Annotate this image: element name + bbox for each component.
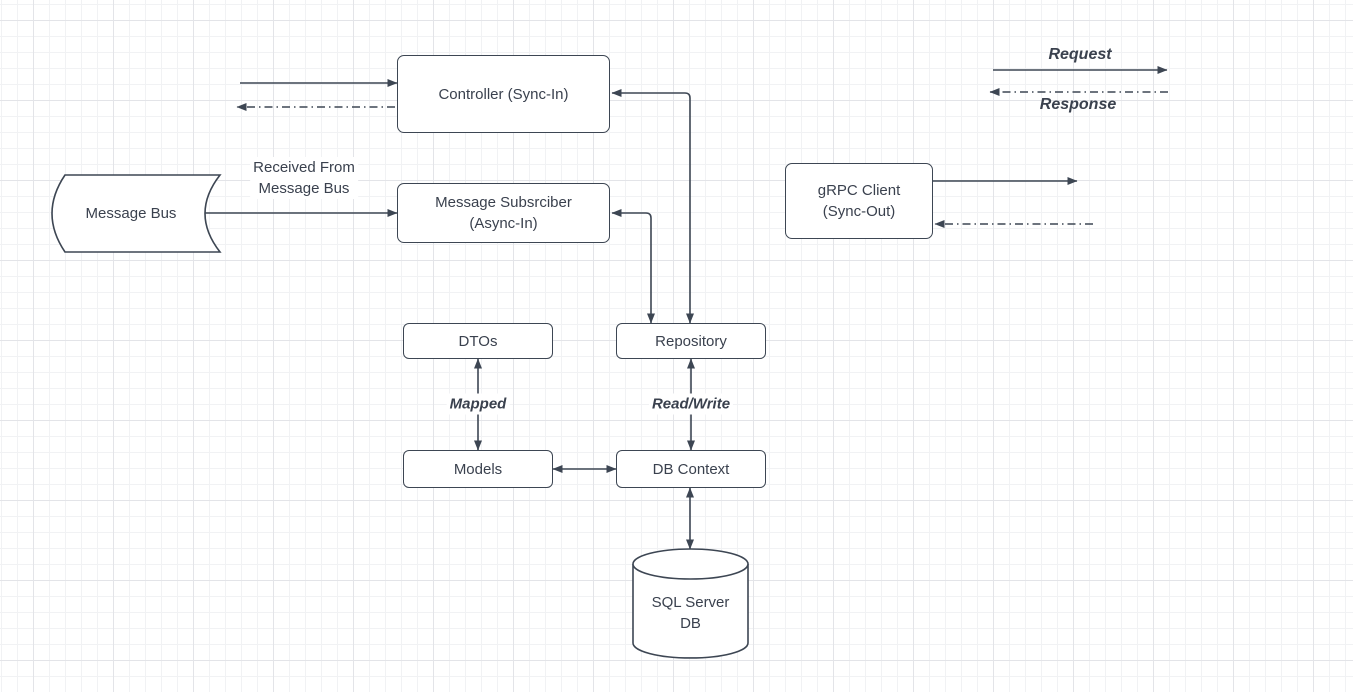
node-message-subscriber-label-line1: Message Subsrciber [435,194,572,211]
legend-request-label[interactable]: Request [1048,46,1112,63]
node-grpc-client-label-line2: (Sync-Out) [822,203,896,220]
node-models-label: Models [453,460,503,478]
node-controller[interactable]: Controller (Sync-In) [397,55,610,133]
node-models[interactable]: Models [403,450,553,488]
edge-label-mapped[interactable]: Mapped [446,393,510,415]
edge-subscriber-repository[interactable] [611,209,655,324]
message-bus-cylinder-shape[interactable] [51,174,222,253]
edge-controller-repository[interactable] [611,89,694,324]
node-sql-server-db-label: SQL Server DB [651,594,730,632]
edge-label-read-write[interactable]: Read/Write [648,393,734,415]
sql-server-db-cylinder-body[interactable] [632,564,749,659]
node-db-context-label: DB Context [652,460,730,478]
node-controller-label: Controller (Sync-In) [438,85,569,103]
node-message-subscriber-label-line2: (Async-In) [469,215,538,232]
node-message-subscriber[interactable]: Message Subsrciber (Async-In) [397,183,610,243]
node-message-bus-label: Message Bus [85,205,177,222]
node-dtos[interactable]: DTOs [403,323,553,359]
edge-label-received-from-message-bus[interactable]: Received From Message Bus [250,157,358,199]
node-repository-label: Repository [655,332,727,350]
node-grpc-client-label-line1: gRPC Client [817,182,901,199]
node-db-context[interactable]: DB Context [616,450,766,488]
node-dtos-label: DTOs [458,332,498,350]
node-repository[interactable]: Repository [616,323,766,359]
node-grpc-client[interactable]: gRPC Client (Sync-Out) [785,163,933,239]
legend-response-label[interactable]: Response [1039,96,1117,113]
